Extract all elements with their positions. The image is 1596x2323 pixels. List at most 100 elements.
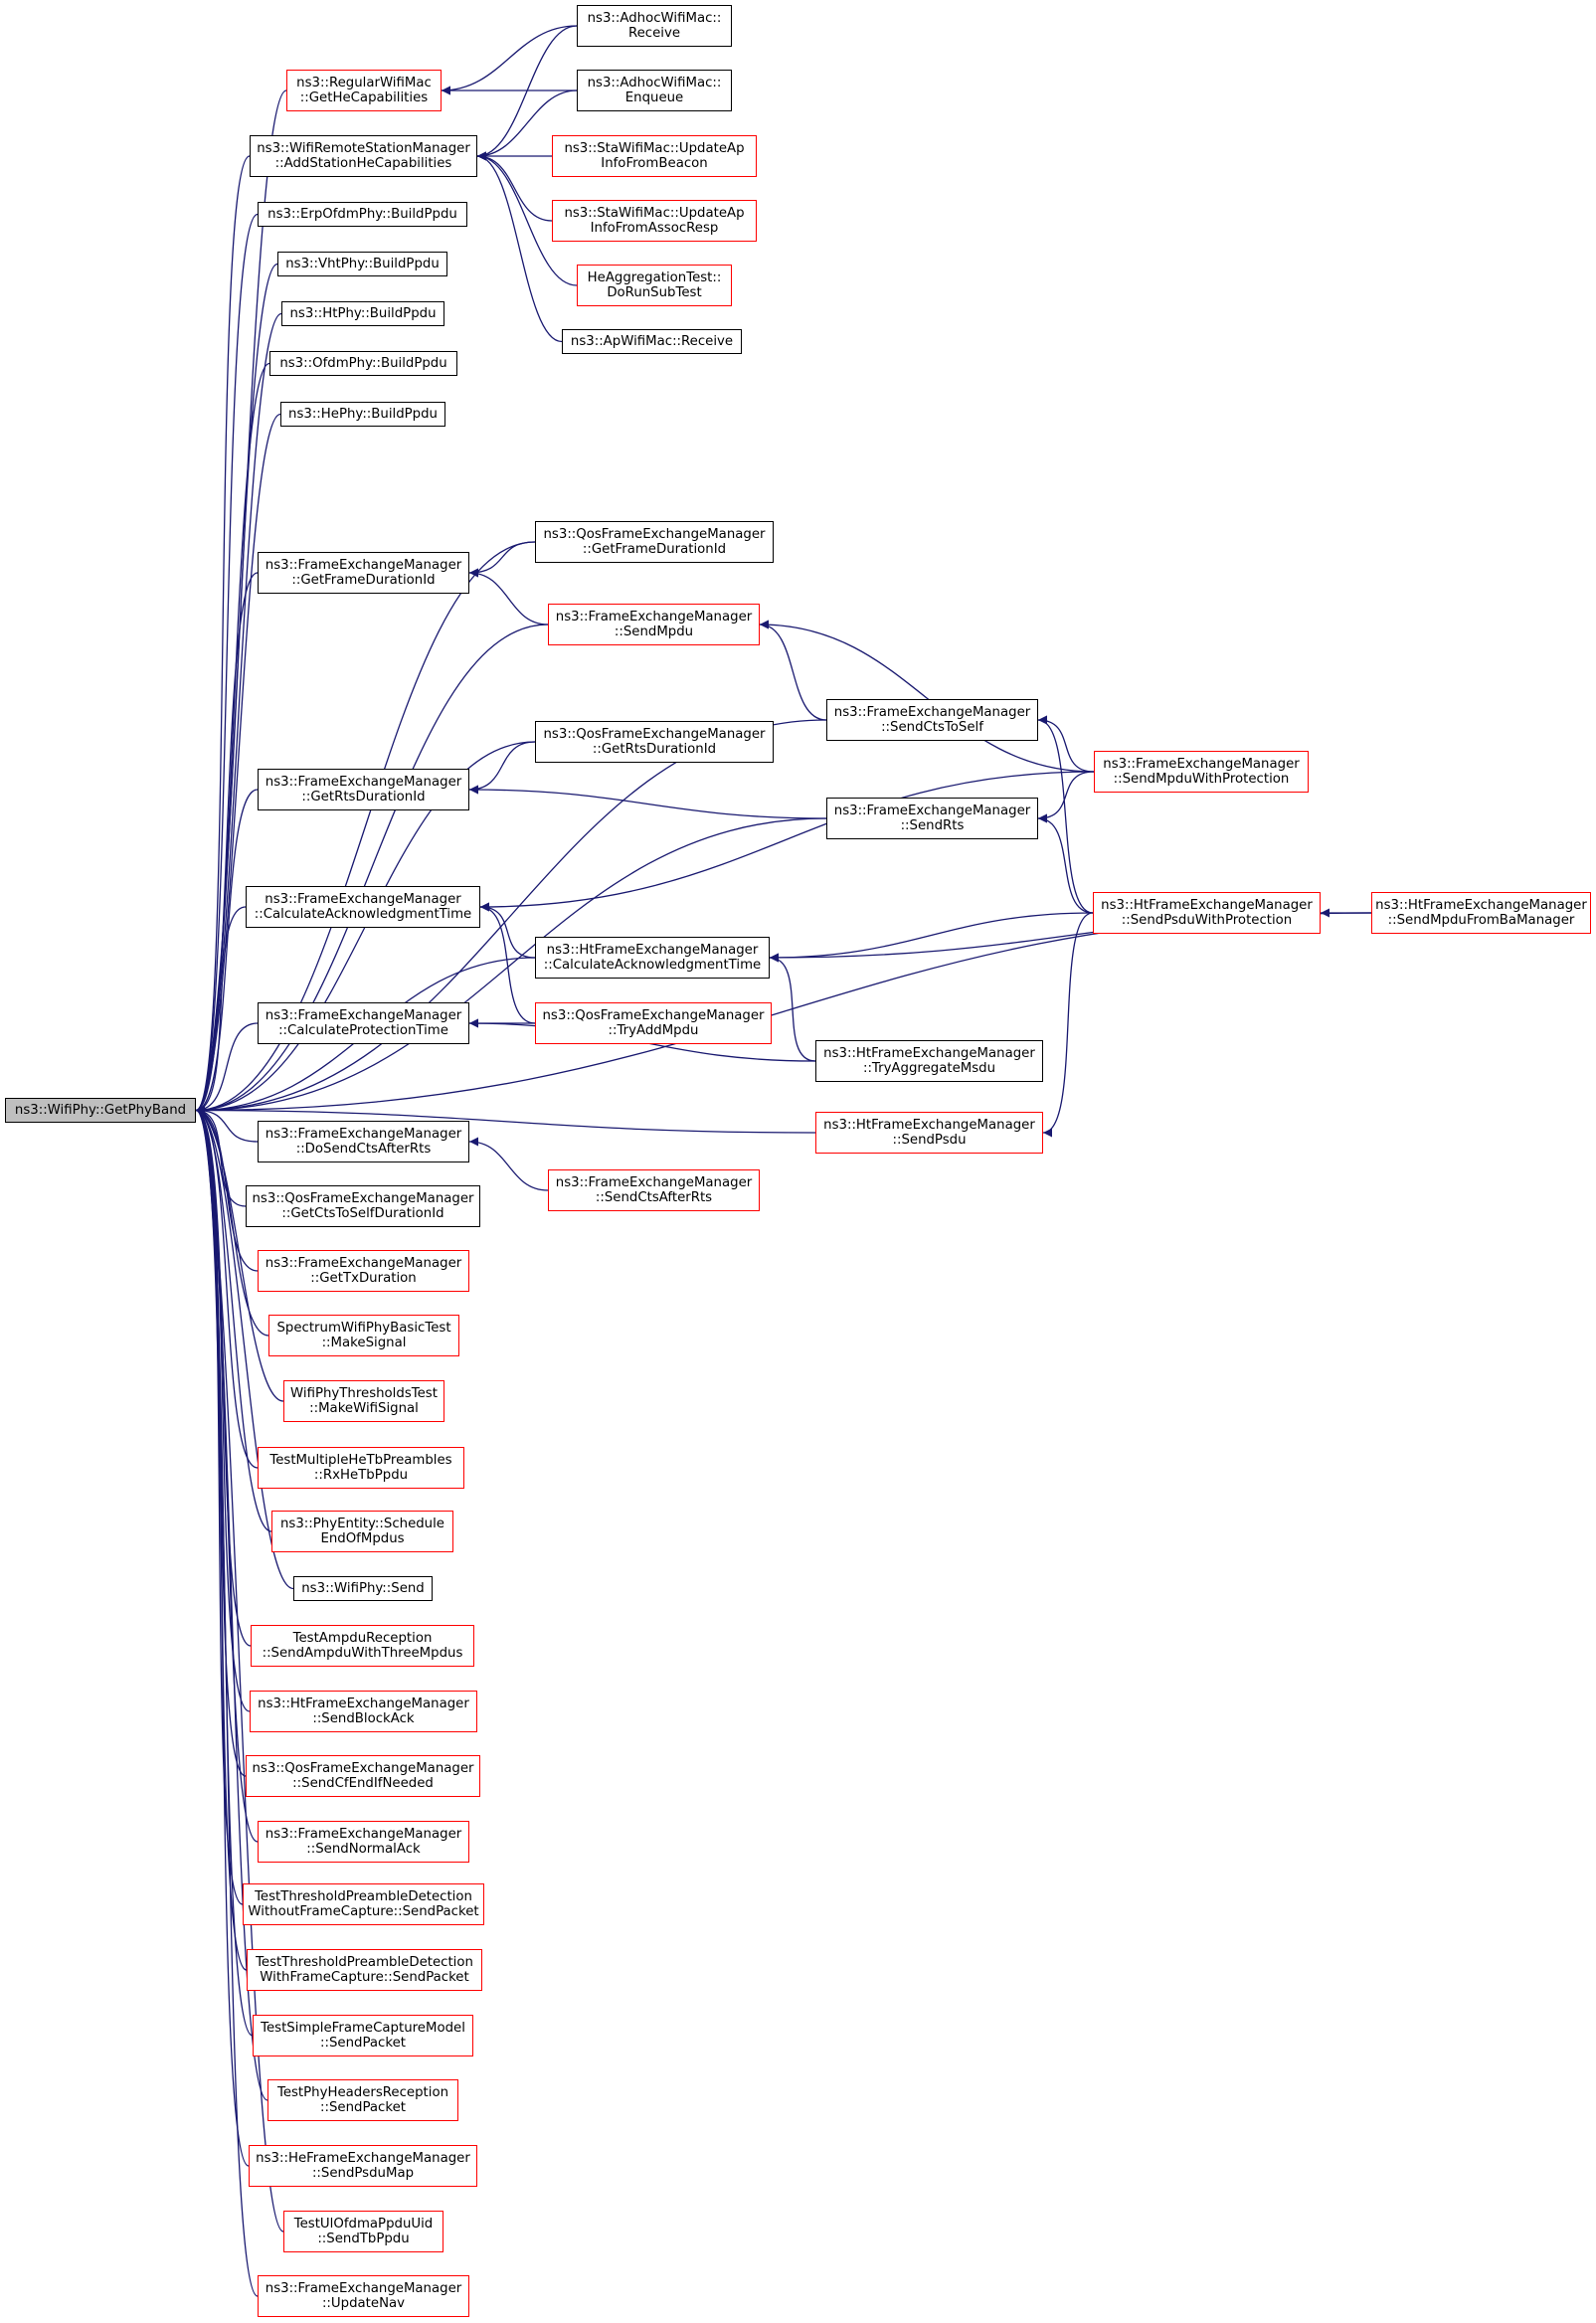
node-htfem-cat[interactable]: ns3::HtFrameExchangeManager::CalculateAc… [535,937,770,979]
call-edge [468,541,536,578]
node-fem-cat[interactable]: ns3::FrameExchangeManager::CalculateAckn… [246,886,480,928]
node-fem-cpt[interactable]: ns3::FrameExchangeManager::CalculateProt… [258,1002,469,1044]
node-label-line: ::SendCtsToSelf [881,720,983,735]
node-label-line: ::SendRts [900,818,965,833]
node-label-line: ns3::AdhocWifiMac:: [587,76,722,90]
node-label-line: ::GetFrameDurationId [582,542,727,557]
node-qfem-scf[interactable]: ns3::QosFrameExchangeManager::SendCfEndI… [246,1755,480,1797]
node-label-line: ns3::RegularWifiMac [296,76,432,90]
node-label-line: ::CalculateProtectionTime [278,1023,448,1038]
node-label-line: ::SendMpduFromBaManager [1387,913,1575,928]
node-label-line: ns3::FrameExchangeManager [265,775,462,790]
node-label-line: ns3::FrameExchangeManager [265,1827,462,1842]
node-label-line: ::GetFrameDurationId [291,573,436,588]
node-label-line: ::SendPacket [320,2100,406,2115]
node-label-line: ::SendCfEndIfNeeded [292,1776,434,1791]
call-edge [195,213,259,1115]
node-fem-scts[interactable]: ns3::FrameExchangeManager::SendCtsToSelf [826,699,1038,741]
call-edge [195,312,282,1115]
node-qfem-grd[interactable]: ns3::QosFrameExchangeManager::GetRtsDura… [535,721,774,763]
node-wptt[interactable]: WifiPhyThresholdsTest::MakeWifiSignal [283,1380,444,1422]
node-wp-send[interactable]: ns3::WifiPhy::Send [293,1576,433,1601]
call-edge [476,151,553,222]
node-root: ns3::WifiPhy::GetPhyBand [5,1098,196,1123]
node-qfem-tam[interactable]: ns3::QosFrameExchangeManager::TryAddMpdu [535,1002,772,1044]
call-edge [195,1106,259,1143]
node-fem-srts[interactable]: ns3::FrameExchangeManager::SendRts [826,798,1038,839]
call-edge [195,362,270,1115]
node-label-line: ns3::HtPhy::BuildPpdu [289,306,437,321]
node-htfem-tam[interactable]: ns3::HtFrameExchangeManager::TryAggregat… [815,1040,1043,1082]
node-swpbt[interactable]: SpectrumWifiPhyBasicTest::MakeSignal [268,1315,459,1356]
node-fem-gfd[interactable]: ns3::FrameExchangeManager::GetFrameDurat… [258,552,469,594]
node-htfem-smfba[interactable]: ns3::HtFrameExchangeManager::SendMpduFro… [1371,892,1591,934]
node-vht-build[interactable]: ns3::VhtPhy::BuildPpdu [277,252,447,276]
node-tuopu[interactable]: TestUlOfdmaPpduUid::SendTbPpdu [283,2211,443,2252]
node-heagg[interactable]: HeAggregationTest::DoRunSubTest [577,265,732,306]
node-label-line: TestMultipleHeTbPreambles [269,1453,452,1468]
node-htfem-sba[interactable]: ns3::HtFrameExchangeManager::SendBlockAc… [250,1691,477,1732]
node-reg-he[interactable]: ns3::RegularWifiMac::GetHeCapabilities [286,70,442,111]
node-qfem-gfd[interactable]: ns3::QosFrameExchangeManager::GetFrameDu… [535,521,774,563]
call-edge [195,1106,269,1337]
node-ap-recv[interactable]: ns3::ApWifiMac::Receive [562,329,742,354]
call-edge [476,151,563,343]
call-edge [195,1022,259,1115]
node-fem-scar[interactable]: ns3::FrameExchangeManager::SendCtsAfterR… [548,1169,760,1211]
node-rsm-add[interactable]: ns3::WifiRemoteStationManager::AddStatio… [250,135,477,177]
node-qfem-gcts[interactable]: ns3::QosFrameExchangeManager::GetCtsToSe… [246,1185,480,1227]
node-adhoc-recv[interactable]: ns3::AdhocWifiMac::Receive [577,5,732,47]
call-edge [479,771,1095,912]
node-fem-un[interactable]: ns3::FrameExchangeManager::UpdateNav [258,2275,469,2317]
node-label-line: ::GetHeCapabilities [299,90,429,105]
node-label-line: ns3::VhtPhy::BuildPpdu [285,257,440,271]
node-fem-smwp[interactable]: ns3::FrameExchangeManager::SendMpduWithP… [1094,751,1309,793]
node-htfem-spsdu[interactable]: ns3::HtFrameExchangeManager::SendPsdu [815,1112,1043,1154]
node-ht-build[interactable]: ns3::HtPhy::BuildPpdu [281,301,444,326]
node-ofdm-build[interactable]: ns3::OfdmPhy::BuildPpdu [269,351,457,376]
node-label-line: WithFrameCapture::SendPacket [260,1970,469,1985]
call-edge [468,568,549,625]
node-label-line: ns3::ApWifiMac::Receive [570,334,734,349]
node-label-line: ns3::FrameExchangeManager [265,1127,462,1142]
node-tmhtp[interactable]: TestMultipleHeTbPreambles::RxHeTbPpdu [258,1447,464,1489]
node-fem-dscar[interactable]: ns3::FrameExchangeManager::DoSendCtsAfte… [258,1121,469,1162]
call-edge [476,25,578,161]
call-edge [769,912,1094,963]
node-label-line: ns3::FrameExchangeManager [265,892,461,907]
node-label-line: ::AddStationHeCapabilities [274,156,452,171]
node-label-line: ns3::HeFrameExchangeManager [256,2151,470,2166]
node-tphr[interactable]: TestPhyHeadersReception::SendPacket [267,2079,458,2121]
node-label-line: ::GetRtsDurationId [301,790,426,804]
call-edge [195,1106,816,1134]
node-he-build[interactable]: ns3::HePhy::BuildPpdu [280,402,445,427]
call-edge [195,789,259,1115]
call-edge [479,902,536,1024]
node-label-line: ::MakeWifiSignal [309,1401,419,1416]
node-label-line: TestAmpduReception [292,1631,433,1646]
node-hefem-spm[interactable]: ns3::HeFrameExchangeManager::SendPsduMap [249,2145,477,2187]
node-fem-smpdu[interactable]: ns3::FrameExchangeManager::SendMpdu [548,604,760,645]
call-edge [476,151,578,286]
node-tar[interactable]: TestAmpduReception::SendAmpduWithThreeMp… [251,1625,474,1667]
node-label-line: TestPhyHeadersReception [276,2085,449,2100]
node-fem-grd[interactable]: ns3::FrameExchangeManager::GetRtsDuratio… [258,769,469,810]
node-fem-gtx[interactable]: ns3::FrameExchangeManager::GetTxDuration [258,1250,469,1292]
node-label-line: Enqueue [624,90,684,105]
node-label-line: ::UpdateNav [321,2296,406,2311]
node-htfem-spwp[interactable]: ns3::HtFrameExchangeManager::SendPsduWit… [1093,892,1321,934]
node-tsfcm[interactable]: TestSimpleFrameCaptureModel::SendPacket [253,2015,473,2056]
node-label-line: ns3::FrameExchangeManager [265,558,462,573]
node-label-line: HeAggregationTest:: [587,270,722,285]
node-erp-build[interactable]: ns3::ErpOfdmPhy::BuildPpdu [258,202,467,227]
node-label-line: ns3::AdhocWifiMac:: [587,11,722,26]
node-label-line: ns3::FrameExchangeManager [555,610,753,625]
node-fem-sna[interactable]: ns3::FrameExchangeManager::SendNormalAck [258,1821,469,1863]
node-adhoc-enq[interactable]: ns3::AdhocWifiMac::Enqueue [577,70,732,111]
